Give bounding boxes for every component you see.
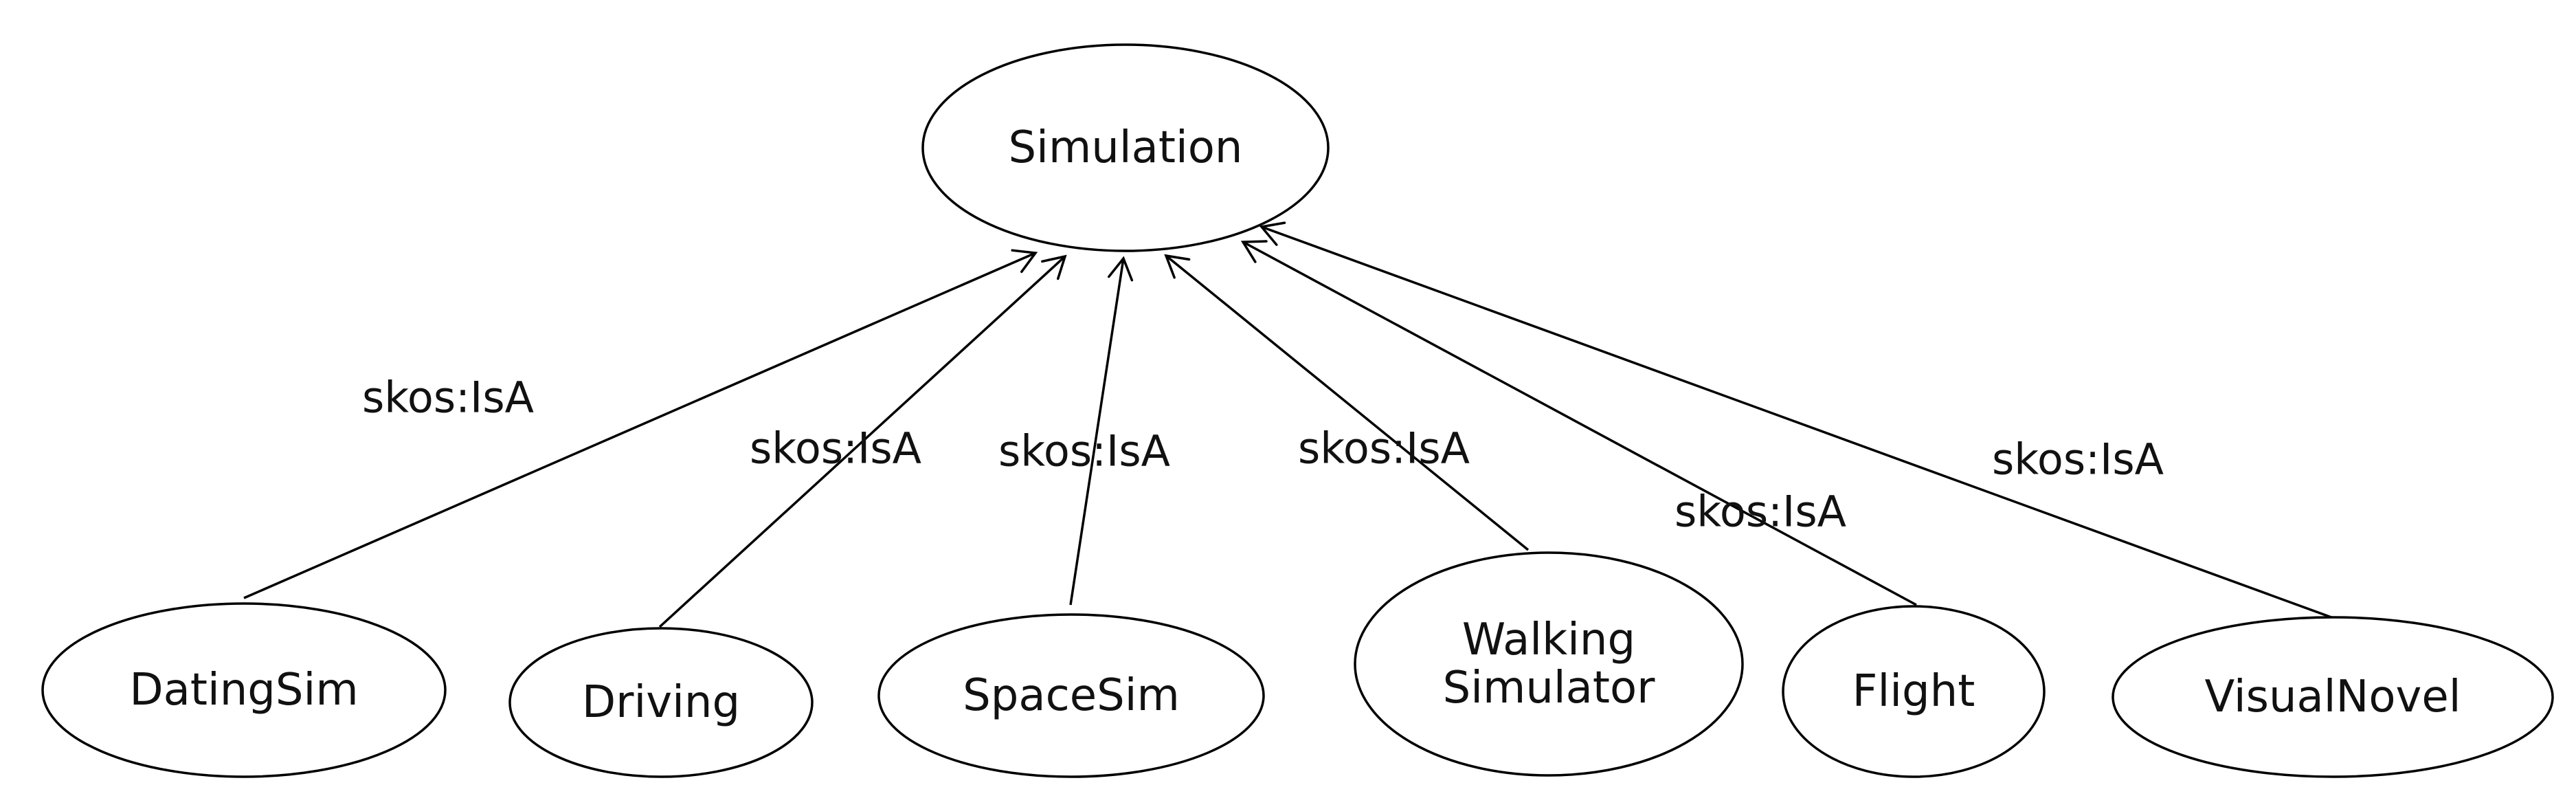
edge-labels-layer: skos:IsA skos:IsA skos:IsA skos:IsA skos:IsA… (362, 373, 2164, 537)
node-visualnovel[interactable]: VisualNovel (2112, 616, 2554, 778)
node-ellipse (2112, 616, 2554, 778)
edge-datingsim-to-simulation (243, 249, 1038, 599)
edge-walking-simulator-to-simulation (1164, 254, 1530, 551)
edge-label: skos:IsA (998, 426, 1170, 476)
node-label: Simulation (1009, 122, 1243, 173)
node-flight[interactable]: Flight (1782, 605, 2046, 778)
node-label: SpaceSim (963, 670, 1180, 721)
node-datingsim[interactable]: DatingSim (41, 602, 447, 778)
node-ellipse (508, 627, 814, 778)
node-spacesim[interactable]: SpaceSim (877, 613, 1265, 778)
edge-label: skos:IsA (1992, 434, 2164, 485)
edge-line (658, 255, 1066, 628)
edge-line (1261, 225, 2332, 619)
node-ellipse (1782, 605, 2046, 778)
node-simulation[interactable]: Simulation (921, 43, 1330, 252)
edge-line (1242, 241, 1917, 606)
arrow-head-icon (1108, 256, 1134, 282)
node-driving[interactable]: Driving (508, 627, 814, 778)
node-ellipse (41, 602, 447, 778)
arrow-head-icon (1164, 254, 1191, 279)
edge-line (243, 252, 1036, 599)
edge-spacesim-to-simulation (1069, 256, 1134, 606)
arrow-head-icon (1259, 221, 1286, 246)
arrow-head-icon (1011, 249, 1038, 274)
node-label: Driving (582, 677, 740, 728)
node-label: DatingSim (129, 665, 358, 716)
edge-label: skos:IsA (1298, 423, 1470, 474)
edge-line (1165, 254, 1530, 551)
node-ellipse (921, 43, 1330, 252)
edge-flight-to-simulation (1240, 240, 1917, 606)
arrow-head-icon (1240, 240, 1268, 263)
edge-visualnovel-to-simulation (1259, 221, 2332, 619)
arrow-head-icon (1041, 254, 1067, 280)
edge-driving-to-simulation (658, 254, 1067, 628)
node-label: Flight (1852, 666, 1975, 717)
node-label: VisualNovel (2204, 672, 2461, 722)
edge-label: skos:IsA (750, 423, 921, 474)
node-ellipse (877, 613, 1265, 778)
edge-line (1069, 258, 1125, 606)
edges-layer (243, 221, 2332, 628)
edge-label: skos:IsA (362, 373, 534, 423)
edge-label: skos:IsA (1675, 487, 1846, 537)
node-ellipse (1354, 551, 1744, 777)
